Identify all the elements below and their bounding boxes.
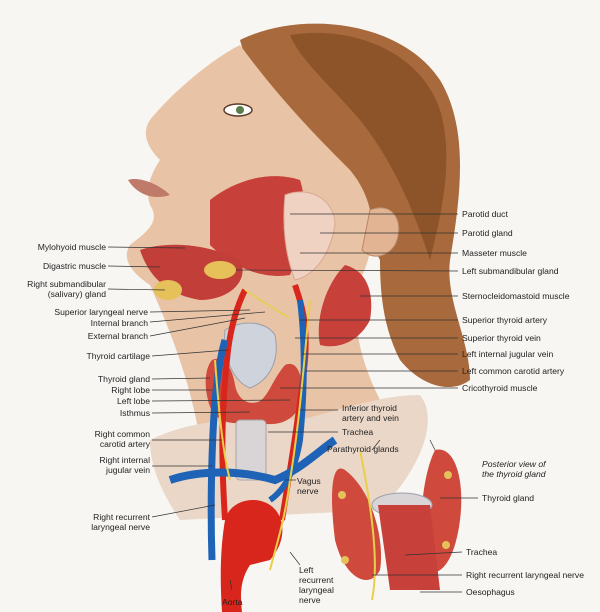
label-thyroid-cartilage: Thyroid cartilage bbox=[86, 351, 150, 361]
label-superior-thyroid-artery: Superior thyroid artery bbox=[462, 315, 548, 325]
inset-nerve bbox=[359, 449, 376, 601]
superior-laryngeal-nerve-line bbox=[244, 289, 291, 319]
label-left-recurrent-laryngeal-nerve: Left recurrent laryngeal nerve bbox=[299, 565, 334, 605]
left-internal-jugular-vein bbox=[268, 299, 307, 503]
label-aorta: Aorta bbox=[222, 597, 243, 607]
hair-shade bbox=[290, 32, 447, 260]
thyroid-cartilage bbox=[224, 322, 277, 389]
right-submandibular-gland bbox=[154, 280, 182, 300]
label-thyroid-gland: Thyroid gland bbox=[97, 374, 150, 384]
ear bbox=[361, 207, 400, 257]
iris bbox=[236, 106, 244, 114]
right-recurrent-laryngeal-nerve-line bbox=[214, 359, 231, 481]
leader-lines bbox=[107, 213, 478, 593]
label-cricothyroid-muscle: Cricothyroid muscle bbox=[462, 383, 538, 393]
label-inset-right-recurrent-laryngeal-nerve: Right recurrent laryngeal nerve bbox=[466, 570, 584, 580]
label-inferior-thyroid-artery-vein: Inferior thyroid artery and vein bbox=[342, 403, 399, 423]
label-right-internal-jugular-vein: Right internal jugular vein bbox=[99, 455, 150, 475]
left-submandibular-gland bbox=[204, 261, 236, 279]
parathyroid-1 bbox=[338, 491, 346, 499]
label-internal-branch: Internal branch bbox=[90, 318, 148, 328]
label-parotid-gland: Parotid gland bbox=[462, 228, 513, 238]
label-mylohyoid-muscle: Mylohyoid muscle bbox=[37, 242, 106, 252]
right-common-carotid-artery bbox=[219, 288, 248, 521]
thyroid-gland bbox=[205, 358, 302, 425]
label-left-common-carotid-artery: Left common carotid artery bbox=[462, 366, 565, 376]
inset-oesophagus bbox=[378, 505, 440, 590]
parathyroid-4 bbox=[442, 541, 450, 549]
label-inset-thyroid-gland: Thyroid gland bbox=[482, 493, 535, 503]
masseter-muscle bbox=[210, 176, 305, 276]
label-sternocleidomastoid-muscle: Sternocleidomastoid muscle bbox=[462, 291, 570, 301]
label-digastric-muscle: Digastric muscle bbox=[42, 261, 106, 271]
lips bbox=[128, 179, 170, 198]
label-parathyroid-glands: Parathyroid glands bbox=[327, 444, 399, 454]
label-oesophagus: Oesophagus bbox=[466, 587, 515, 597]
parathyroid-3 bbox=[444, 471, 452, 479]
right-internal-jugular-vein bbox=[207, 338, 229, 561]
parathyroid-2 bbox=[341, 556, 349, 564]
label-posterior-view: Posterior view of the thyroid gland bbox=[482, 459, 546, 479]
label-vagus-nerve: Vagus nerve bbox=[297, 476, 321, 496]
aorta bbox=[220, 500, 283, 612]
label-trachea: Trachea bbox=[342, 427, 374, 437]
label-left-submandibular-gland: Left submandibular gland bbox=[462, 266, 559, 276]
label-inset-trachea: Trachea bbox=[466, 547, 498, 557]
label-right-submandibular-gland: Right submandibular (salivary) gland bbox=[27, 279, 106, 299]
label-superior-laryngeal-nerve: Superior laryngeal nerve bbox=[54, 307, 148, 317]
sternocleidomastoid-muscle bbox=[318, 265, 372, 347]
label-right-lobe: Right lobe bbox=[111, 385, 150, 395]
label-right-common-carotid-artery: Right common carotid artery bbox=[94, 429, 150, 449]
label-right-recurrent-laryngeal-nerve: Right recurrent laryngeal nerve bbox=[91, 512, 150, 532]
label-masseter-muscle: Masseter muscle bbox=[462, 248, 527, 258]
label-isthmus: Isthmus bbox=[119, 408, 150, 418]
label-superior-thyroid-vein: Superior thyroid vein bbox=[462, 333, 541, 343]
vagus-nerve bbox=[269, 299, 311, 571]
inset-posterior-view bbox=[332, 449, 462, 601]
trachea bbox=[235, 419, 267, 481]
label-external-branch: External branch bbox=[87, 331, 148, 341]
label-left-internal-jugular-vein: Left internal jugular vein bbox=[462, 349, 554, 359]
label-left-lobe: Left lobe bbox=[117, 396, 150, 406]
brachiocephalic-vein bbox=[168, 436, 338, 485]
label-parotid-duct: Parotid duct bbox=[462, 209, 508, 219]
